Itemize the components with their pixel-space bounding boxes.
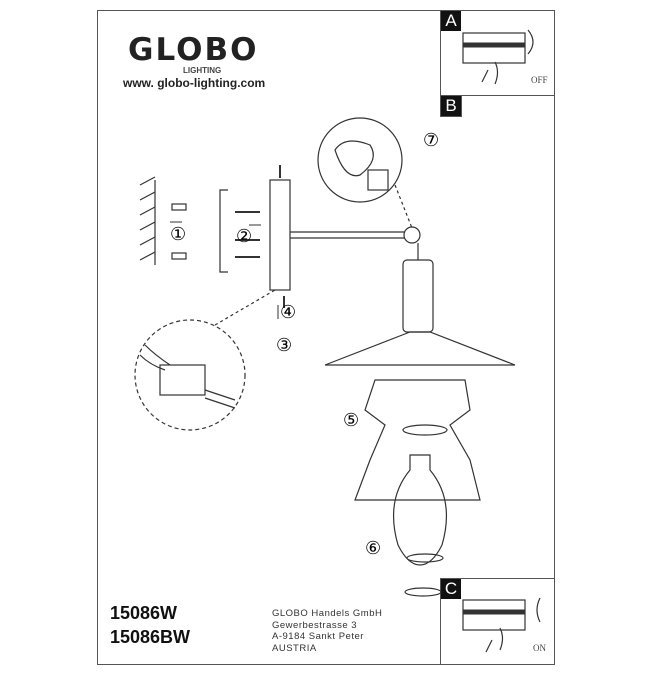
panel-label: A xyxy=(441,11,461,31)
address-line: GLOBO Handels GmbH xyxy=(272,608,383,619)
address-line: AUSTRIA xyxy=(272,642,317,654)
website: www. globo-lighting.com xyxy=(123,76,266,90)
lamp-arm xyxy=(290,231,405,239)
detail-circle-bulb xyxy=(317,117,403,203)
address-line: A-9184 Sankt Peter xyxy=(272,631,364,642)
lamp-cage xyxy=(354,379,481,501)
step-5: ⑤ xyxy=(343,410,360,430)
brand-subtitle: LIGHTING xyxy=(183,66,222,75)
breaker-icon-c xyxy=(462,597,541,653)
step-2: ② xyxy=(236,226,253,246)
step-7: ⑦ xyxy=(423,130,440,150)
breaker-icon-a xyxy=(462,29,534,85)
model-number: 15086BW xyxy=(110,627,191,647)
lamp-shade xyxy=(324,331,516,366)
switch-state: ON xyxy=(533,643,546,653)
wall-plugs-icon xyxy=(171,203,187,260)
panel-a: A OFF xyxy=(440,10,555,96)
panel-label: B xyxy=(440,95,462,117)
step-3: ③ xyxy=(276,335,293,355)
panel-c: C ON xyxy=(440,578,555,665)
switch-state: OFF xyxy=(531,75,548,85)
mounting-bracket xyxy=(219,189,228,273)
step-6: ⑥ xyxy=(365,538,382,558)
page-frame xyxy=(97,10,555,665)
lamp-socket xyxy=(402,259,434,333)
panel-label: C xyxy=(441,579,461,599)
address-line: Gewerbestrasse 3 xyxy=(272,619,358,631)
detail-circle-wiring xyxy=(134,319,246,431)
model-number: 15086W xyxy=(110,603,178,623)
step-1: ① xyxy=(170,224,187,244)
brand-logo: GLOBO xyxy=(128,32,259,68)
address: GLOBO Handels GmbH Gewerbestrasse 3 A-91… xyxy=(272,608,382,654)
step-4: ④ xyxy=(280,302,297,322)
bulb xyxy=(393,454,447,566)
backplate xyxy=(269,179,291,291)
terminal-block-icon xyxy=(139,344,236,409)
wall-icon xyxy=(139,176,156,265)
